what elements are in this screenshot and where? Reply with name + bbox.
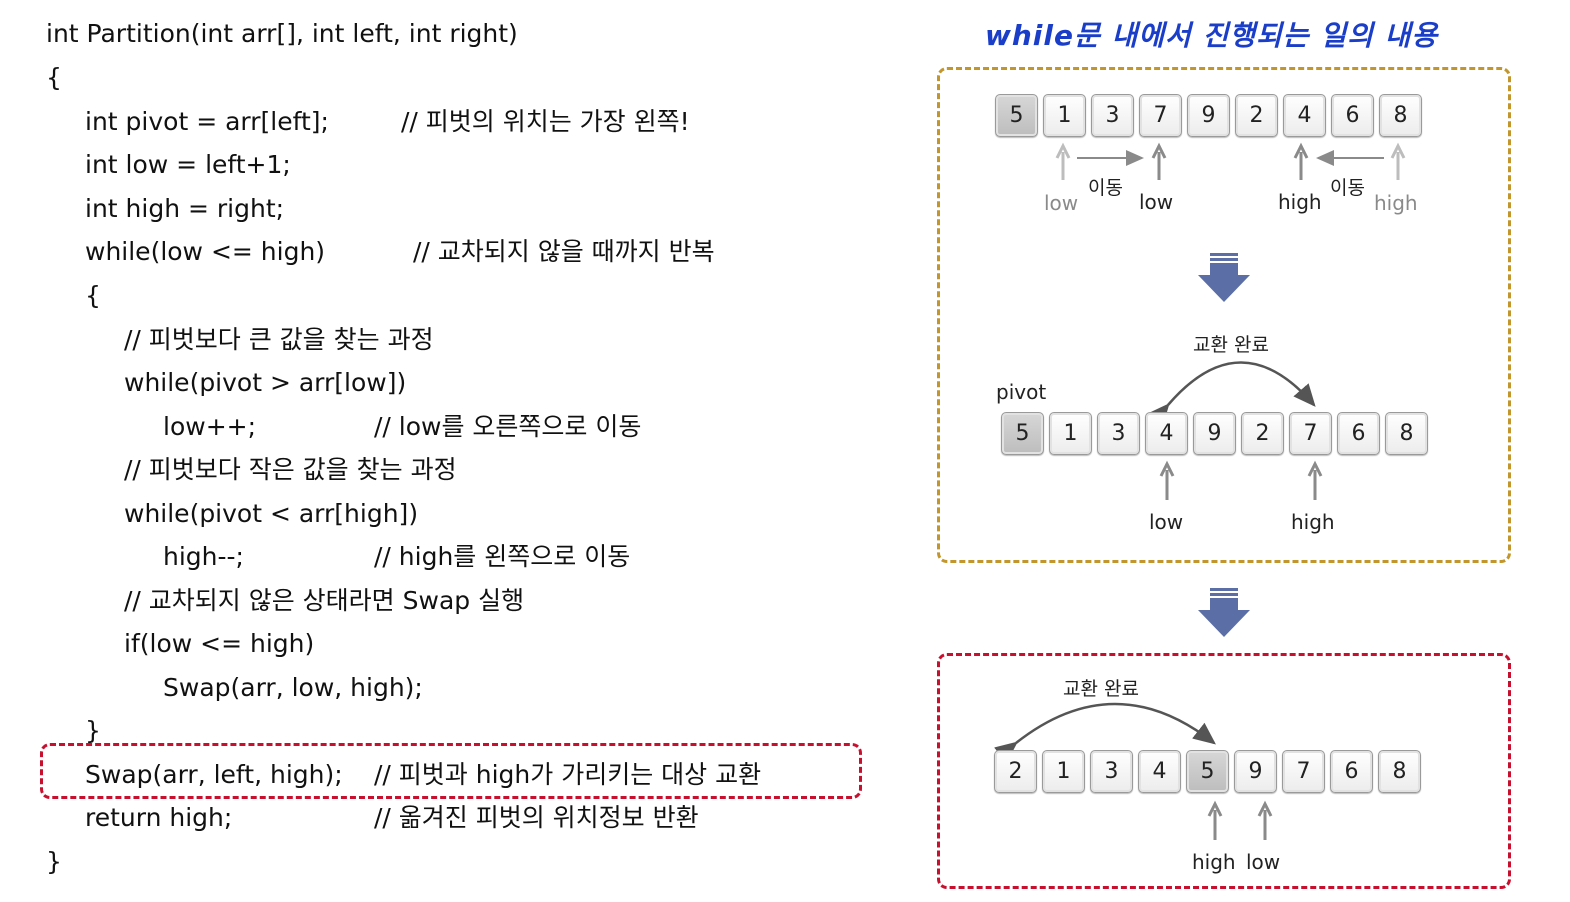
array-cell: 1 [1049,412,1092,455]
low-new-label: low [1139,190,1174,214]
final-swap-box [937,653,1511,889]
swap-curve-arrow [994,702,1216,764]
array-cell: 8 [1379,94,1422,137]
high-label: high [1291,510,1335,534]
pointer-up-arrow [1293,142,1309,180]
array-cell: 1 [1042,750,1085,793]
array-step3: 2 1 3 4 5 9 7 6 8 [994,750,1421,793]
array-step2: 5 1 3 4 9 2 7 6 8 [1001,412,1428,455]
code-line: int high = right; [85,194,285,223]
array-cell: 8 [1378,750,1421,793]
array-cell: 3 [1091,94,1134,137]
array-cell: 5 [1186,750,1229,793]
swap-curve-arrow [1147,361,1316,427]
pointer-up-arrow [1207,800,1223,840]
pointer-up-arrow [1151,142,1167,180]
array-cell: 7 [1282,750,1325,793]
down-arrow-icon [1198,588,1250,637]
array-cell: 6 [1331,94,1374,137]
array-cell: 6 [1330,750,1373,793]
code-comment: // 교차되지 않을 때까지 반복 [413,237,715,266]
array-cell: 4 [1138,750,1181,793]
code-line: while(pivot < arr[high]) [124,499,419,528]
code-line: // 피벗보다 작은 값을 찾는 과정 [124,455,457,484]
code-line: int low = left+1; [85,150,291,179]
array-cell: 7 [1139,94,1182,137]
down-arrow-icon [1198,253,1250,302]
pointer-up-arrow [1257,800,1273,840]
code-panel: int Partition(int arr[], int left, int r… [46,19,762,876]
array-cell: 4 [1145,412,1188,455]
code-line: { [85,281,101,310]
pointer-up-arrow [1055,142,1071,180]
array-cell: 8 [1385,412,1428,455]
pivot-label: pivot [996,380,1047,404]
swap-highlight-box [40,743,862,799]
pointer-up-arrow [1159,460,1175,500]
array-cell: 9 [1187,94,1230,137]
code-line: Swap(arr, left, high);// 피벗과 high가 가리키는 … [85,760,762,789]
pointer-up-arrow [1390,142,1406,180]
code-line: return high;// 옮겨진 피벗의 위치정보 반환 [85,803,699,832]
code-line: { [46,63,62,92]
array-cell: 4 [1283,94,1326,137]
high-label: high [1192,850,1236,874]
code-line: Swap(arr, low, high); [163,673,423,702]
array-step1: 5 1 3 7 9 2 4 6 8 [995,94,1422,137]
code-line: int Partition(int arr[], int left, int r… [46,19,518,48]
array-cell: 5 [1001,412,1044,455]
code-line: while(pivot > arr[low]) [124,368,407,397]
code-line: } [85,716,101,745]
move-label: 이동 [1088,177,1123,199]
code-line: if(low <= high) [124,629,315,658]
array-cell: 3 [1090,750,1133,793]
high-new-label: high [1278,190,1322,214]
array-cell: 2 [994,750,1037,793]
code-comment: // 피벗과 high가 가리키는 대상 교환 [374,760,762,789]
low-label: low [1246,850,1281,874]
code-line: // 교차되지 않은 상태라면 Swap 실행 [124,586,525,615]
array-cell: 1 [1043,94,1086,137]
low-label: low [1149,510,1184,534]
swap-done-label: 교환 완료 [1193,334,1269,356]
code-line: high--;// high를 왼쪽으로 이동 [163,542,631,571]
swap-done-label: 교환 완료 [1063,678,1139,700]
array-cell: 3 [1097,412,1140,455]
array-cell: 5 [995,94,1038,137]
array-cell: 9 [1193,412,1236,455]
array-cell: 2 [1235,94,1278,137]
high-old-label: high [1374,191,1418,215]
low-old-label: low [1044,191,1079,215]
array-cell: 6 [1337,412,1380,455]
array-cell: 7 [1289,412,1332,455]
move-label: 이동 [1330,177,1365,199]
code-line: while(low <= high)// 교차되지 않을 때까지 반복 [85,237,715,266]
code-comment: // 피벗의 위치는 가장 왼쪽! [401,107,690,136]
code-line: low++;// low를 오른쪽으로 이동 [163,412,642,441]
diagram-title: while문 내에서 진행되는 일의 내용 [985,19,1439,52]
code-comment: // high를 왼쪽으로 이동 [374,542,631,571]
pointer-up-arrow [1307,460,1323,500]
code-line: // 피벗보다 큰 값을 찾는 과정 [124,325,434,354]
code-comment: // low를 오른쪽으로 이동 [374,412,642,441]
code-comment: // 옮겨진 피벗의 위치정보 반환 [374,803,699,832]
while-loop-box [937,67,1511,563]
array-cell: 9 [1234,750,1277,793]
code-line: } [46,847,62,876]
code-line: int pivot = arr[left];// 피벗의 위치는 가장 왼쪽! [85,107,690,136]
array-cell: 2 [1241,412,1284,455]
